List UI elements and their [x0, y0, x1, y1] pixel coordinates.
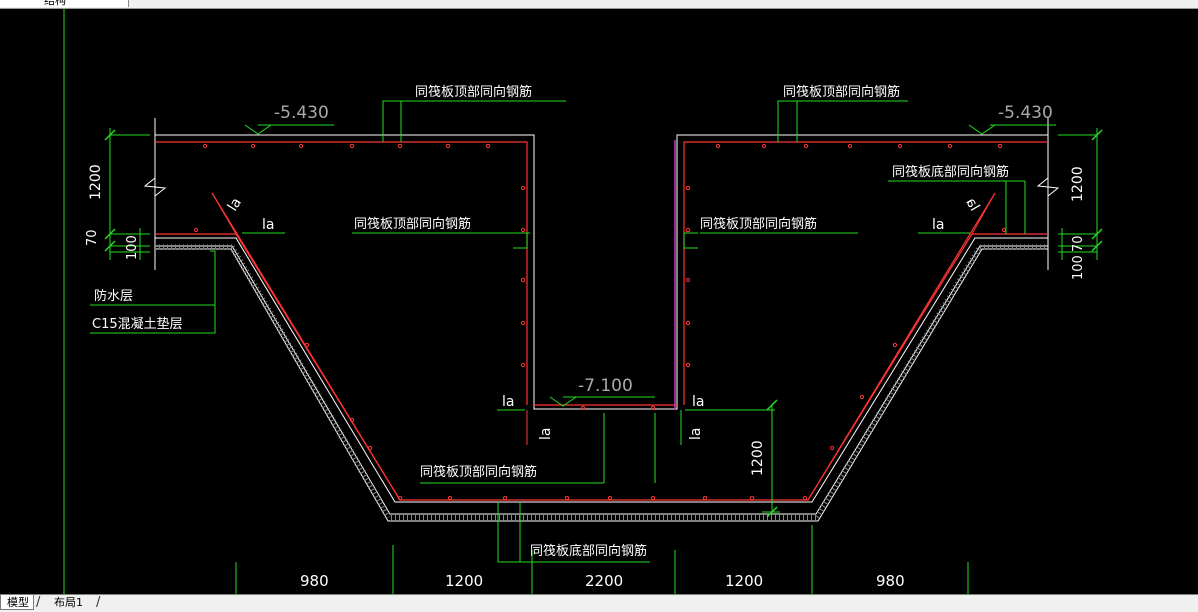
- la-markers: [211, 192, 996, 445]
- bottom-dim: 1200: [445, 572, 483, 590]
- la-label: la: [688, 428, 704, 440]
- title-bar: 结构: [0, 0, 1198, 9]
- bottom-dim: 1200: [725, 572, 763, 590]
- layer-cushion: C15混凝土垫层: [92, 316, 183, 332]
- dim-left-1200: 1200: [88, 164, 104, 200]
- bottom-dim: 2200: [585, 572, 623, 590]
- bottom-dim: 980: [300, 572, 329, 590]
- la-label: la: [502, 394, 514, 410]
- note-bottom-top: 同筏板顶部同向钢筋: [420, 464, 537, 480]
- note-bottom-bottom: 同筏板底部同向钢筋: [530, 543, 647, 559]
- la-label: la: [962, 195, 982, 214]
- elevation-top-left: -5.430: [274, 103, 329, 123]
- dim-left-70: 70: [85, 229, 100, 246]
- document-tab-label: 结构: [44, 0, 66, 7]
- tab-separator: /: [96, 595, 101, 610]
- cushion-hatch: [155, 244, 1048, 520]
- la-label: la: [262, 217, 274, 233]
- leader-lines: [90, 100, 1098, 594]
- note-top-left: 同筏板顶部同向钢筋: [415, 84, 532, 100]
- la-label: la: [538, 428, 554, 440]
- tab-layout1[interactable]: 布局1: [46, 595, 108, 610]
- elevation-bottom: -7.100: [578, 376, 633, 396]
- bottom-dim: 980: [876, 572, 905, 590]
- tab-model[interactable]: 模型: [0, 595, 34, 610]
- note-top-right: 同筏板顶部同向钢筋: [783, 84, 900, 100]
- cad-drawing-canvas[interactable]: -5.430 -5.430 -7.100 同筏板顶部同向钢筋 同筏板顶部同向钢筋…: [0, 9, 1198, 594]
- layout-tab-bar: 模型 / 布局1 /: [0, 594, 1198, 612]
- tab-separator: /: [36, 595, 41, 610]
- dim-right-100: 100: [1071, 255, 1086, 280]
- tab-layout1-label: 布局1: [54, 596, 83, 609]
- dim-left-100: 100: [125, 235, 140, 260]
- la-label: la: [692, 394, 704, 410]
- tab-model-label: 模型: [7, 596, 29, 609]
- rebar-dots: [193, 143, 1007, 501]
- dim-right-1200: 1200: [1070, 166, 1086, 202]
- la-label: la: [225, 195, 245, 214]
- la-label: la: [932, 217, 944, 233]
- note-mid-right: 同筏板顶部同向钢筋: [700, 216, 817, 232]
- note-mid-left: 同筏板顶部同向钢筋: [354, 216, 471, 232]
- layer-waterproof: 防水层: [94, 288, 133, 304]
- dim-center-1200: 1200: [750, 440, 766, 476]
- document-tab[interactable]: 结构: [0, 0, 129, 7]
- rebar-lines: [155, 141, 1048, 501]
- note-bottom-right-upper: 同筏板底部同向钢筋: [892, 164, 1009, 180]
- elevation-top-right: -5.430: [998, 103, 1053, 123]
- dim-right-70: 70: [1071, 235, 1086, 252]
- dimension-ticks: [104, 129, 1103, 518]
